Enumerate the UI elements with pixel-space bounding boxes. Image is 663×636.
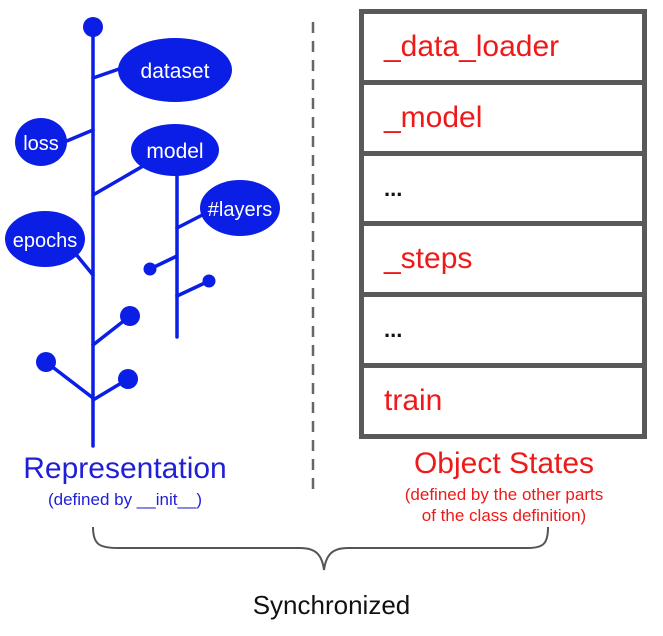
svg-text:loss: loss	[23, 133, 59, 155]
node-dataset: dataset	[118, 38, 232, 102]
object-states-title: Object States	[413, 447, 595, 480]
leaf-dot-top	[83, 17, 103, 37]
node-layers: #layers	[200, 180, 280, 236]
sync-brace	[92, 526, 549, 571]
object-states-subtitle: (defined by the other parts of the class…	[360, 484, 648, 526]
node-epochs: epochs	[5, 211, 85, 267]
synchronized-label: Synchronized	[252, 590, 411, 620]
representation-subtitle: (defined by __init__)	[47, 490, 203, 509]
leaf-dot	[118, 369, 138, 389]
svg-text:#layers: #layers	[208, 199, 272, 221]
state-row-ellipsis: ...	[364, 292, 642, 363]
representation-title: Representation	[23, 452, 227, 485]
node-loss: loss	[15, 118, 67, 166]
branch-dataset	[91, 66, 124, 80]
svg-text:dataset: dataset	[141, 60, 210, 83]
leaf-dot	[202, 274, 216, 288]
svg-text:model: model	[146, 140, 203, 163]
state-row-model: _model	[364, 79, 642, 151]
state-row-steps: _steps	[364, 221, 642, 292]
leaf-dot	[143, 262, 157, 276]
svg-text:epochs: epochs	[13, 230, 78, 252]
state-row-ellipsis: ...	[364, 150, 642, 222]
leaf-dot	[36, 352, 56, 372]
state-row-data-loader: _data_loader	[384, 29, 560, 63]
state-row-train: train	[364, 363, 642, 434]
branch-model	[91, 160, 152, 197]
object-states-subtitle-line: of the class definition)	[421, 506, 587, 525]
branch-loss	[60, 128, 95, 145]
object-states-table: _data_loader _model ... _steps ... train	[359, 9, 647, 439]
node-model: model	[131, 124, 219, 176]
leaf-dot	[120, 306, 140, 326]
object-states-subtitle-line: (defined by the other parts	[404, 485, 604, 504]
